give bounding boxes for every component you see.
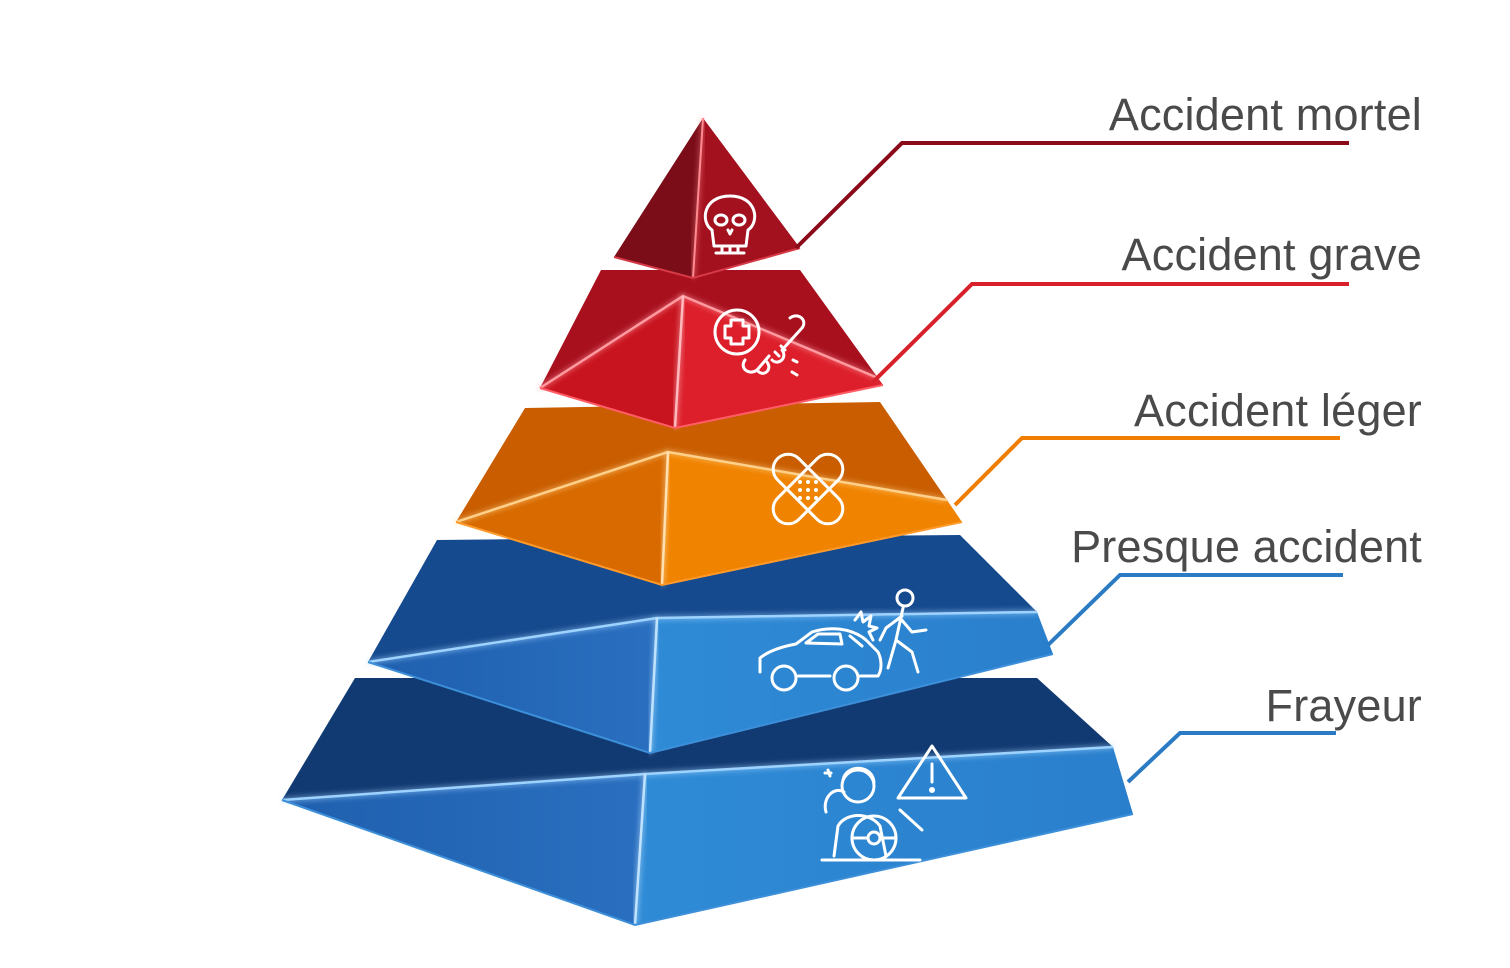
leader-line-presque-accident — [1046, 573, 1343, 647]
leader-line-accident-mortel — [794, 141, 1349, 250]
level-mortel-left-face — [614, 118, 703, 278]
pyramid-level-accident-mortel — [613, 117, 801, 280]
label-accident-leger: Accident léger — [1134, 385, 1422, 436]
level-grave-ridge-glow — [673, 295, 685, 429]
skull-icon — [703, 194, 757, 255]
level-leger-ridge-glow — [660, 451, 670, 586]
level-presque-top-face — [368, 535, 1037, 662]
level-frayeur-left-face — [282, 774, 645, 925]
level-leger-base-edge — [455, 521, 963, 587]
leader-line-frayeur — [1126, 731, 1336, 784]
leader-lines — [794, 141, 1349, 784]
label-accident-mortel: Accident mortel — [1108, 89, 1422, 140]
medical-broken-bone-icon — [713, 308, 806, 377]
level-mortel-base-edge — [613, 247, 801, 280]
level-mortel-ridge-glow — [692, 117, 704, 279]
level-leger-left-face — [456, 452, 668, 585]
level-presque-base-edge — [367, 653, 1054, 755]
label-frayeur: Frayeur — [1265, 680, 1422, 731]
bandage-icon — [771, 452, 845, 526]
pyramid-level-presque-accident — [367, 535, 1054, 755]
level-frayeur-base-edge — [281, 799, 1134, 927]
leader-line-accident-leger — [953, 436, 1340, 507]
level-frayeur-ridge-glow — [633, 773, 647, 926]
level-mortel-right-face — [693, 118, 800, 278]
label-presque-accident: Presque accident — [1071, 521, 1422, 572]
level-frayeur-right-face — [635, 747, 1133, 925]
level-presque-right-face — [650, 612, 1053, 753]
level-grave-left-face — [540, 296, 683, 428]
level-leger-right-face — [662, 452, 962, 585]
level-presque-ridge-glow — [648, 617, 659, 754]
level-grave-base-edge — [539, 384, 884, 430]
label-accident-grave: Accident grave — [1121, 229, 1422, 280]
leader-line-accident-grave — [871, 282, 1349, 384]
scared-driver-warning-icon — [820, 744, 968, 862]
car-pedestrian-near-miss-icon — [758, 588, 928, 692]
